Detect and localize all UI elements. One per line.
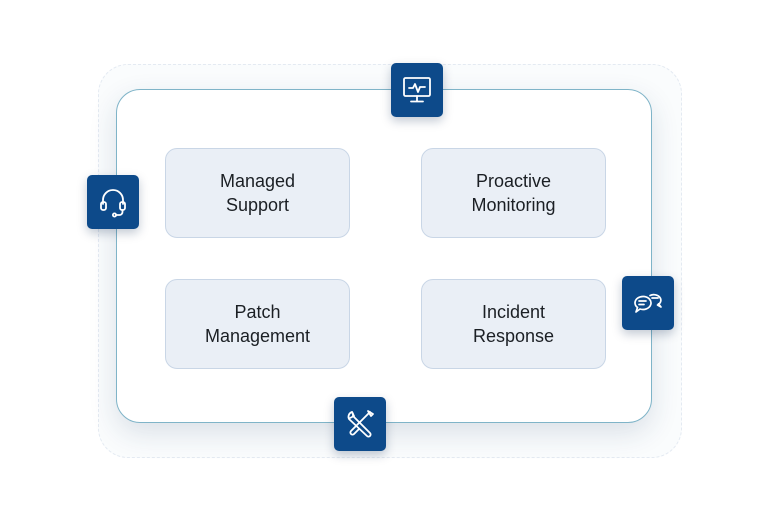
card-title-line1: Patch: [234, 302, 281, 322]
monitor-activity-icon: [391, 63, 443, 117]
incident-response-card: Incident Response: [421, 279, 606, 369]
card-title-line1: Managed: [219, 171, 296, 191]
card-title-line2: Support: [225, 195, 290, 215]
card-title-line2: Monitoring: [471, 195, 556, 215]
services-panel: [116, 89, 652, 423]
card-title-line2: Management: [204, 326, 311, 346]
headset-icon: [87, 175, 139, 229]
chat-bubbles-icon: [622, 276, 674, 330]
card-title-line1: Incident: [481, 302, 546, 322]
card-title-line2: Response: [472, 326, 555, 346]
patch-management-card: Patch Management: [165, 279, 350, 369]
managed-support-card: Managed Support: [165, 148, 350, 238]
card-title-line1: Proactive: [475, 171, 552, 191]
proactive-monitoring-card: Proactive Monitoring: [421, 148, 606, 238]
wrench-screwdriver-icon: [334, 397, 386, 451]
